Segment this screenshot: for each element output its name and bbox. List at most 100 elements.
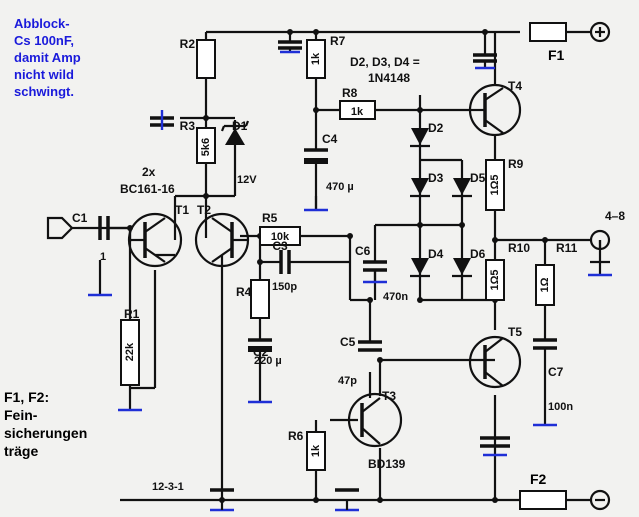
ground-icon <box>533 420 557 427</box>
terminal-minus <box>589 489 611 511</box>
label-r4: R4 <box>236 285 252 299</box>
wires <box>78 30 602 502</box>
label-r10: R10 <box>508 241 530 255</box>
ground-icon <box>335 488 359 512</box>
label-c4: C4 <box>322 132 338 146</box>
value-c7: 100n <box>548 401 573 413</box>
diode-note: D2, D3, D4 = <box>350 55 420 69</box>
label-r11: R11 <box>556 241 578 255</box>
note-fuses: F1, F2: Fein- sicherungen träge <box>4 389 87 459</box>
ground-icon <box>480 436 510 457</box>
transistor-pair-type: BC161-16 <box>120 182 175 196</box>
resistor-r5 <box>259 226 301 246</box>
ground-icon <box>363 270 387 284</box>
resistor-r2 <box>196 39 216 79</box>
svg-text:F1, F2:: F1, F2: <box>4 389 49 405</box>
value-r11: 1Ω <box>539 277 551 292</box>
ground-icon <box>88 260 112 297</box>
ground-icon <box>118 405 142 412</box>
label-t3: T3 <box>382 389 396 403</box>
terminals <box>46 21 611 511</box>
label-d4: D4 <box>428 247 444 261</box>
label-c6: C6 <box>355 244 371 258</box>
label-c3: C3 <box>272 239 288 253</box>
fuses <box>519 22 567 510</box>
resistor-r10 <box>485 259 505 301</box>
value-r1: 22k <box>124 342 136 361</box>
note-decoupling: Abblock- Cs 100nF, damit Amp nicht wild … <box>14 16 81 99</box>
figure-number: 12-3-1 <box>152 481 184 493</box>
svg-text:schwingt.: schwingt. <box>14 84 74 99</box>
component-labels: R2 R3 5k6 D1 12V R7 1k R8 1k C4 470 µ T4… <box>72 34 625 493</box>
value-c3: 150p <box>272 281 297 293</box>
fuse-f2 <box>519 490 567 510</box>
label-d6: D6 <box>470 247 486 261</box>
label-d3: D3 <box>428 171 444 185</box>
svg-text:Cs 100nF,: Cs 100nF, <box>14 33 74 48</box>
svg-text:sicherungen: sicherungen <box>4 425 87 441</box>
resistors <box>120 39 555 471</box>
label-r9: R9 <box>508 157 524 171</box>
svg-text:nicht wild: nicht wild <box>14 67 74 82</box>
resistor-r9 <box>485 159 505 211</box>
value-c2: 220 µ <box>254 355 282 367</box>
label-r6: R6 <box>288 429 304 443</box>
label-c1: C1 <box>72 211 88 225</box>
label-t2: T2 <box>197 203 211 217</box>
svg-text:Abblock-: Abblock- <box>14 16 70 31</box>
label-d2: D2 <box>428 121 444 135</box>
value-c6: 470n <box>383 291 408 303</box>
value-r7: 1k <box>310 52 322 65</box>
label-r8: R8 <box>342 86 358 100</box>
resistor-r8 <box>339 100 376 120</box>
diodes <box>220 120 472 278</box>
label-c2: C2 <box>253 345 269 359</box>
label-d5: D5 <box>470 171 486 185</box>
label-r3: R3 <box>180 119 196 133</box>
ground-icon <box>475 61 495 70</box>
transistor-pair-count: 2x <box>142 165 156 179</box>
value-c4: 470 µ <box>326 181 354 193</box>
output-label: 4–8 <box>605 209 625 223</box>
value-d1: 12V <box>237 174 257 186</box>
resistor-r3 <box>196 127 216 164</box>
diode-type: 1N4148 <box>368 71 410 85</box>
label-f1: F1 <box>548 47 565 63</box>
label-f2: F2 <box>530 471 547 487</box>
label-c5: C5 <box>340 335 356 349</box>
resistor-r6 <box>306 431 326 471</box>
ground-icon <box>210 488 234 512</box>
ground-icon <box>248 395 272 404</box>
junctions <box>127 29 548 503</box>
label-r2: R2 <box>180 37 196 51</box>
label-d1: D1 <box>232 119 248 133</box>
label-r1: R1 <box>124 307 140 321</box>
label-t4: T4 <box>508 79 522 93</box>
label-r7: R7 <box>330 34 346 48</box>
resistor-r11 <box>535 264 555 306</box>
value-r9: 1Ω5 <box>489 174 501 195</box>
input-arrow-icon <box>46 216 74 240</box>
ground-icon <box>304 196 328 212</box>
value-r3: 5k6 <box>200 138 212 156</box>
value-r6: 1k <box>310 444 322 457</box>
label-t5: T5 <box>508 325 522 339</box>
ground-icon <box>280 48 300 54</box>
value-r8: 1k <box>351 106 364 118</box>
svg-text:Fein-: Fein- <box>4 407 38 423</box>
label-t1: T1 <box>175 203 189 217</box>
svg-text:träge: träge <box>4 443 38 459</box>
label-r5: R5 <box>262 211 278 225</box>
value-r5: 10k <box>271 231 290 243</box>
ground-symbols <box>88 48 612 512</box>
svg-text:damit Amp: damit Amp <box>14 50 81 65</box>
ground-icon <box>588 262 612 277</box>
value-r10: 1Ω5 <box>489 269 501 290</box>
resistor-r1 <box>120 319 140 386</box>
value-t3: BD139 <box>368 457 406 471</box>
value-c1: 1 <box>100 251 106 263</box>
resistor-r4 <box>250 279 270 319</box>
resistor-r7 <box>306 39 326 79</box>
